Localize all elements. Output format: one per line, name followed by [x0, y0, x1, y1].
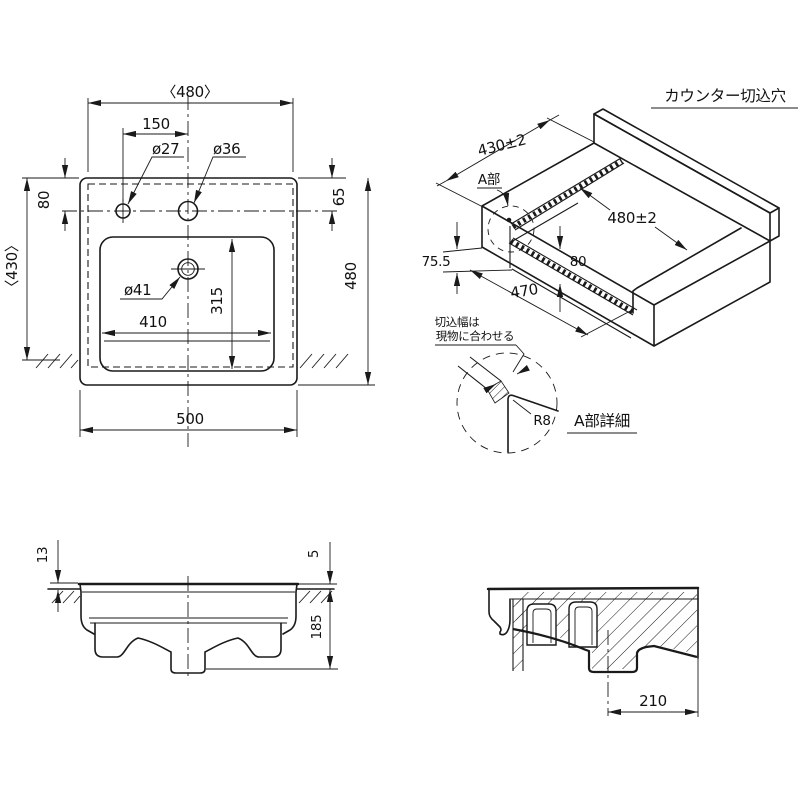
- dim-bowl-depth: 185: [309, 615, 325, 640]
- wall-hatch-strip: [513, 600, 523, 671]
- backsplash-front-face: [593, 113, 780, 242]
- ext-cut-depth: [435, 117, 595, 208]
- dim-front-rib: 80: [570, 254, 587, 270]
- basin-ledge-lines: [89, 617, 288, 624]
- detail-ref-label: A部: [478, 172, 500, 188]
- cutout-hidden-line: [87, 183, 294, 368]
- cut-right-edge: [632, 227, 742, 314]
- front-hatch-left: [51, 590, 81, 604]
- detail-title: A部詳細: [574, 412, 630, 430]
- detail-radius-label: R8: [533, 413, 550, 429]
- front-view: 13 5 185: [35, 540, 338, 680]
- section-hatch: [516, 592, 697, 669]
- dim-rim-front: 5: [306, 550, 322, 558]
- detail-ref-dot: [506, 217, 512, 223]
- counter-hatch-right: [299, 353, 349, 369]
- front-hatch-right: [298, 590, 333, 604]
- detail-radius-leader: [512, 399, 532, 415]
- ext-width-ref: [87, 98, 294, 172]
- detail-ref-leader: [496, 189, 510, 207]
- dim-depth-ref: 〈430〉: [3, 237, 21, 294]
- dim-drain-offset: 210: [639, 692, 667, 710]
- cutwidth-arrow-b: [516, 365, 530, 375]
- dim-hole-center-dia: ø36: [213, 140, 240, 158]
- cut-band-left-hatch: [511, 158, 624, 230]
- dim-drain-dia: ø41: [124, 281, 151, 299]
- dim-rim-back: 13: [35, 547, 51, 564]
- basin-outline: [79, 177, 298, 386]
- rim-channel-1: [526, 603, 557, 646]
- leader-hole-center: [193, 156, 246, 204]
- wall-strip-edges: [512, 599, 524, 671]
- cut-face-edges: [509, 202, 632, 339]
- leader-drain: [120, 276, 181, 300]
- dim-overall-depth: 480: [342, 262, 360, 290]
- counter-apron-profile: [488, 588, 511, 636]
- rim-channel-2-inner: [574, 606, 593, 645]
- basin-walls: [79, 583, 298, 635]
- faucet-hole-center: [177, 200, 199, 222]
- dim-overall-width: 500: [176, 410, 204, 428]
- cut-band-left-edges: [510, 157, 625, 231]
- dim-cut-width: 480±2: [607, 209, 656, 227]
- note-line2: 現物に合わせる: [436, 329, 514, 343]
- counter-top-edge: [486, 586, 700, 591]
- detail-kerf-hatch: [486, 380, 510, 404]
- dim-hole-left-dia: ø27: [152, 140, 179, 158]
- iso-title: カウンター切込穴: [664, 87, 786, 105]
- dimline-cut-depth: [445, 119, 551, 182]
- dim-cut-length: 470: [509, 280, 539, 302]
- detail-a: R8 A部詳細: [456, 352, 637, 454]
- leader-cut-width-a: [579, 187, 611, 211]
- side-view: 210: [486, 586, 700, 717]
- dim-hole-pitch: 150: [142, 115, 170, 133]
- cut-band-front-hatch: [509, 238, 637, 316]
- leader-cut-width-b: [654, 226, 688, 251]
- dimline-cut-depth-tails: [436, 114, 560, 187]
- dim-width-ref: 〈480〉: [161, 83, 218, 101]
- bowl-outline: [99, 236, 275, 372]
- dim-hole-offset-right: 65: [330, 188, 348, 207]
- rim-channel-1-inner: [532, 608, 552, 643]
- iso-view: カウンター切込穴 A部 430±2 480±2: [422, 87, 798, 454]
- bowl-section-outline: [512, 627, 698, 674]
- dim-basin-depth: 315: [208, 287, 226, 315]
- top-view: 〈480〉 150 ø27 ø36 80 〈430〉 65 480 500: [3, 83, 375, 447]
- dim-edge-offset: 80: [35, 191, 53, 210]
- bowl-underside: [94, 622, 282, 674]
- detail-corner-edges: [507, 394, 559, 453]
- counter-hatch-left: [35, 353, 79, 369]
- note-leader: [512, 344, 525, 373]
- ext-front-offset: [442, 247, 513, 273]
- dim-cut-depth: 430±2: [476, 130, 528, 159]
- dim-front-offset: 75.5: [422, 254, 451, 270]
- dim-basin-width: 410: [139, 313, 167, 331]
- ext-cut-length: [580, 308, 635, 338]
- leader-hole-left: [127, 156, 184, 205]
- dimline-cut-length: [469, 269, 589, 336]
- detail-circle: [456, 352, 558, 454]
- note-line1: 切込幅は: [435, 315, 480, 329]
- detail-band-edges: [457, 356, 502, 390]
- detail-ref-circle: [487, 205, 535, 253]
- rim-channel-2: [568, 601, 598, 648]
